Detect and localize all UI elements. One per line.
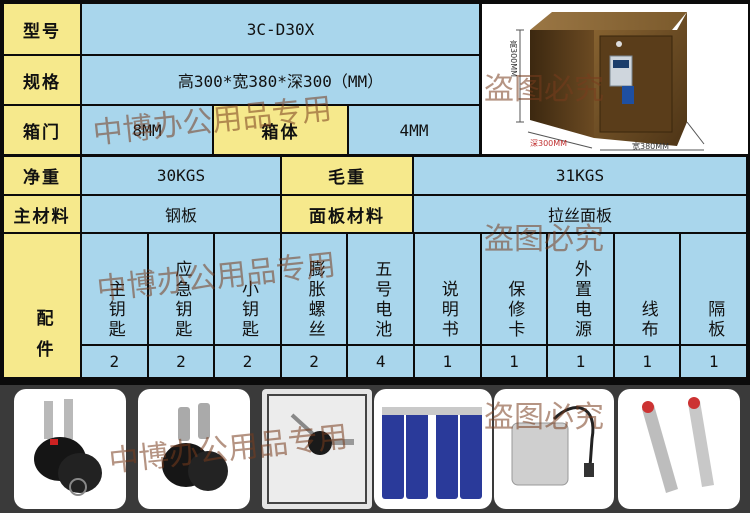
accessory-name: 线布 — [637, 300, 658, 340]
model-label: 型号 — [4, 4, 80, 54]
accessory-name: 说明书 — [437, 280, 458, 340]
spec-table: 型号 3C-D30X 规格 高300*宽380*深300（MM） 箱门 8MM … — [0, 0, 750, 385]
body-label: 箱体 — [214, 106, 347, 154]
accessory-name-cell: 线布 — [614, 234, 680, 344]
small-key-image — [267, 394, 367, 504]
accessory-count: 2 — [148, 346, 214, 377]
accessory-name: 主钥匙 — [104, 280, 125, 340]
small-key-photo — [262, 389, 372, 509]
gross-weight-label: 毛重 — [282, 157, 412, 194]
door-label: 箱门 — [4, 106, 80, 154]
accessory-count: 1 — [614, 346, 680, 377]
accessory-name-cell: 小钥匙 — [215, 234, 280, 344]
safe-dimension-diagram: 高300MM 深300MM 宽380MM — [482, 4, 748, 154]
material-value: 钢板 — [82, 196, 280, 232]
accessory-count: 1 — [415, 346, 480, 377]
accessories-label: 配件 — [32, 309, 53, 371]
size-value: 高300*宽380*深300（MM） — [82, 56, 479, 104]
accessory-name-cell: 外置电源 — [548, 234, 613, 344]
accessory-name-cell: 五号电池 — [348, 234, 413, 344]
material-label: 主材料 — [4, 196, 80, 232]
net-weight-label: 净重 — [4, 157, 80, 194]
accessory-count: 2 — [82, 346, 147, 377]
emergency-keys-image — [162, 403, 228, 491]
accessory-name-cell: 保修卡 — [481, 234, 547, 344]
emergency-keys-photo — [138, 389, 250, 509]
body-value: 4MM — [349, 106, 479, 154]
expansion-bolts-photo — [618, 389, 740, 509]
panel-material-label: 面板材料 — [282, 196, 412, 232]
accessory-name: 隔板 — [704, 300, 725, 340]
size-label: 规格 — [4, 56, 80, 104]
accessory-count: 4 — [348, 346, 413, 377]
accessory-name: 应急钥匙 — [171, 260, 192, 340]
accessory-name: 小钥匙 — [237, 280, 258, 340]
accessory-count: 2 — [281, 346, 347, 377]
width-dimension-label: 宽380MM — [632, 142, 670, 151]
model-value: 3C-D30X — [82, 4, 479, 54]
batteries-image — [382, 407, 482, 499]
main-keys-photo — [14, 389, 126, 509]
batteries-photo — [374, 389, 492, 509]
gross-weight-value: 31KGS — [414, 157, 746, 194]
external-power-image — [511, 406, 595, 486]
accessory-name-cell: 主钥匙 — [82, 234, 147, 344]
accessory-name: 五号电池 — [371, 260, 392, 340]
accessories-label-cell: 配件 — [4, 234, 80, 377]
main-keys-image — [34, 399, 102, 496]
expansion-bolts-image — [642, 397, 714, 493]
accessory-name: 外置电源 — [570, 260, 591, 340]
accessory-name-cell: 隔板 — [681, 234, 746, 344]
accessory-name: 膨胀螺丝 — [304, 260, 325, 340]
accessory-name: 保修卡 — [504, 280, 525, 340]
external-power-photo — [494, 389, 614, 509]
door-value: 8MM — [82, 106, 212, 154]
net-weight-value: 30KGS — [82, 157, 280, 194]
depth-dimension-label: 深300MM — [530, 139, 568, 148]
safe-illustration — [516, 12, 705, 151]
accessory-count: 1 — [681, 346, 746, 377]
accessory-count: 1 — [548, 346, 613, 377]
accessory-count: 2 — [215, 346, 280, 377]
accessory-photo-strip — [0, 385, 750, 513]
accessory-count: 1 — [481, 346, 547, 377]
height-dimension-label: 高300MM — [509, 40, 518, 78]
accessory-name-cell: 说明书 — [415, 234, 480, 344]
panel-material-value: 拉丝面板 — [414, 196, 746, 232]
accessory-name-cell: 膨胀螺丝 — [281, 234, 347, 344]
accessory-name-cell: 应急钥匙 — [148, 234, 214, 344]
